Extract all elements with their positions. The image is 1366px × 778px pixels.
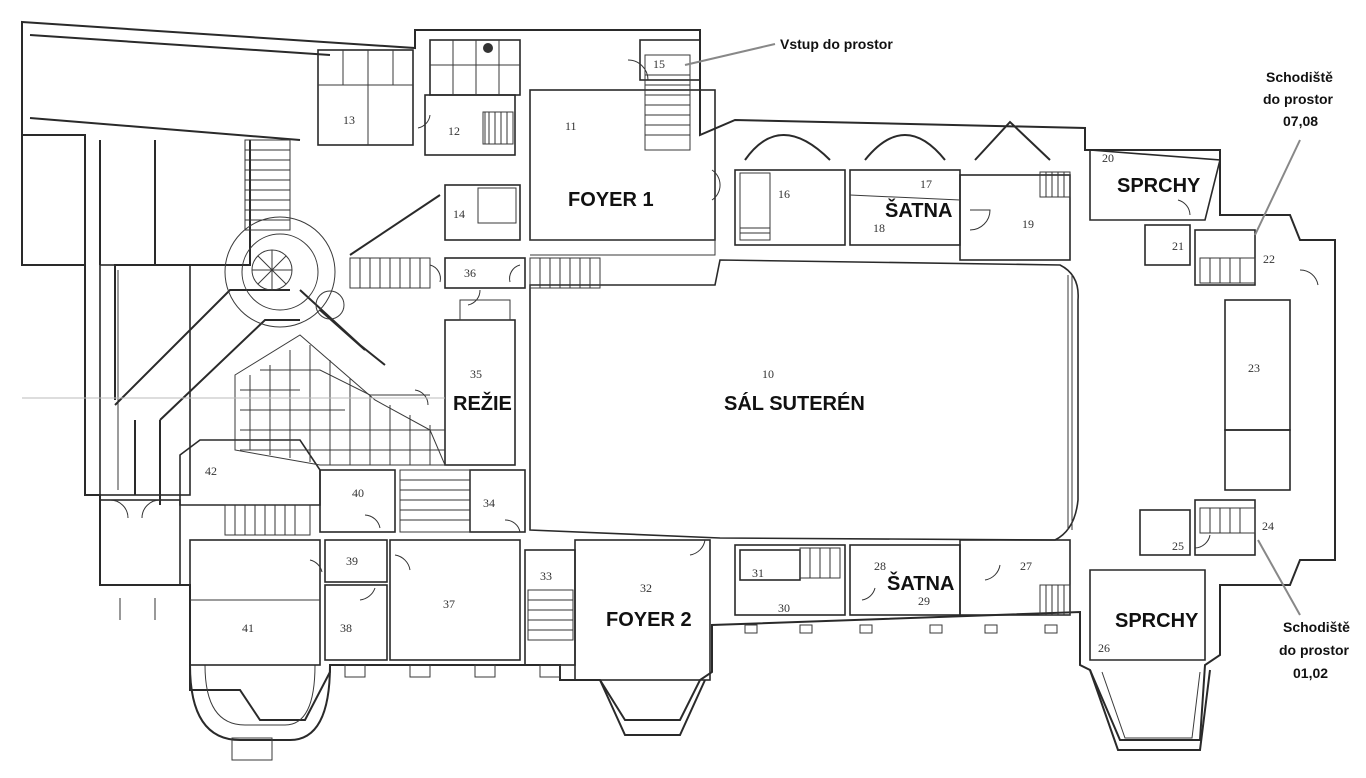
room-number: 10 bbox=[762, 367, 774, 381]
room-number: 36 bbox=[464, 266, 476, 280]
label-satna-top: ŠATNA bbox=[885, 198, 952, 222]
room-number: 21 bbox=[1172, 239, 1184, 253]
room-number: 15 bbox=[653, 57, 665, 71]
pillars bbox=[344, 624, 1058, 678]
room-number: 34 bbox=[483, 496, 495, 510]
label-sprchy-top: SPRCHY bbox=[1117, 175, 1201, 197]
room-number: 23 bbox=[1248, 361, 1260, 375]
room-labels: FOYER 1 FOYER 2 SÁL SUTERÉN REŽIE ŠATNA … bbox=[453, 175, 1201, 632]
room-number: 32 bbox=[640, 581, 652, 595]
room-number: 26 bbox=[1098, 641, 1110, 655]
label-sal-suteren: SÁL SUTERÉN bbox=[724, 392, 865, 415]
building-outline bbox=[21, 20, 1336, 741]
room-number: 39 bbox=[346, 554, 358, 568]
stairs-bottom-line-2: do prostor bbox=[1279, 642, 1350, 658]
stairs-bottom-leader bbox=[1257, 539, 1301, 616]
room-number: 33 bbox=[540, 569, 552, 583]
label-satna-bottom: ŠATNA bbox=[887, 571, 954, 595]
rooms bbox=[99, 39, 1291, 681]
bay-windows bbox=[189, 664, 1211, 761]
label-foyer-2: FOYER 2 bbox=[606, 609, 692, 631]
room-number: 12 bbox=[448, 124, 460, 138]
room-number: 27 bbox=[1020, 559, 1032, 573]
room-number: 13 bbox=[343, 113, 355, 127]
room-number: 19 bbox=[1022, 217, 1034, 231]
entrance-leader bbox=[684, 43, 776, 66]
room-number: 28 bbox=[874, 559, 886, 573]
stairs-top-line-1: Schodiště bbox=[1266, 69, 1333, 85]
arched-niches bbox=[744, 120, 1051, 161]
room-number: 24 bbox=[1262, 519, 1274, 533]
room-number: 18 bbox=[873, 221, 885, 235]
stairs-top-line-2: do prostor bbox=[1263, 91, 1334, 107]
corridor bbox=[114, 194, 446, 505]
stairs-bottom-line-3: 01,02 bbox=[1293, 665, 1328, 681]
room-number: 29 bbox=[918, 594, 930, 608]
room-number: 30 bbox=[778, 601, 790, 615]
room-number: 38 bbox=[340, 621, 352, 635]
stairs bbox=[224, 54, 1256, 641]
room-number: 25 bbox=[1172, 539, 1184, 553]
label-sprchy-bottom: SPRCHY bbox=[1115, 610, 1199, 632]
room-number: 31 bbox=[752, 566, 764, 580]
room-number: 22 bbox=[1263, 252, 1275, 266]
stairs-top-line-3: 07,08 bbox=[1283, 113, 1318, 129]
room-number: 16 bbox=[778, 187, 790, 201]
room-numbers: 10 11 12 13 14 15 16 17 18 19 20 21 22 2… bbox=[205, 57, 1275, 655]
label-foyer-1: FOYER 1 bbox=[568, 189, 654, 211]
annotations: Vstup do prostor Schodiště do prostor 07… bbox=[684, 36, 1350, 681]
room-number: 20 bbox=[1102, 151, 1114, 165]
room-number: 42 bbox=[205, 464, 217, 478]
room-number: 35 bbox=[470, 367, 482, 381]
doors bbox=[109, 59, 1319, 620]
label-rezie: REŽIE bbox=[453, 391, 512, 415]
stairs-bottom-line-1: Schodiště bbox=[1283, 619, 1350, 635]
room-number: 40 bbox=[352, 486, 364, 500]
room-number: 14 bbox=[453, 207, 465, 221]
rotunda bbox=[224, 216, 345, 328]
room-number: 37 bbox=[443, 597, 455, 611]
room-number: 17 bbox=[920, 177, 932, 191]
room-number: 41 bbox=[242, 621, 254, 635]
stairs-top-leader bbox=[1254, 139, 1301, 236]
entrance-annotation: Vstup do prostor bbox=[780, 36, 893, 52]
room-number: 11 bbox=[565, 119, 577, 133]
